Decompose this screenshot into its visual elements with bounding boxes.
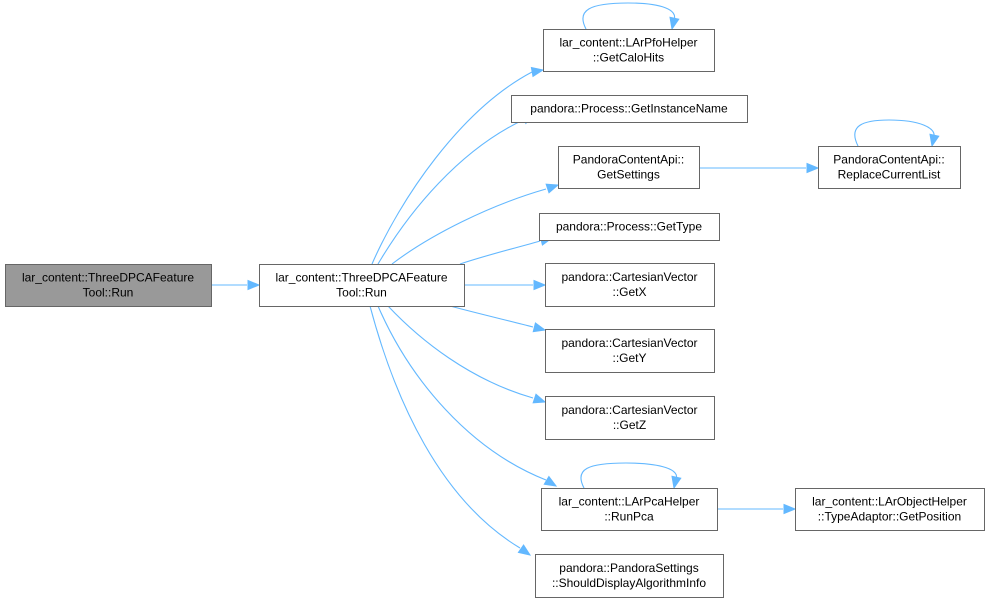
arrowhead-icon	[669, 16, 680, 31]
edge-getsettings-to-replacecurrentlist	[699, 162, 820, 174]
node-label-line: ::GetCaloHits	[593, 51, 664, 65]
node-label-line: pandora::PandoraSettings	[559, 561, 698, 575]
edge-run-to-shoulddisplay	[369, 305, 532, 556]
node-label-line: ::GetZ	[613, 418, 646, 432]
node-box	[535, 554, 724, 598]
edge-line	[377, 119, 524, 265]
edge-line	[377, 305, 547, 481]
node-label-line: lar_content::LArPcaHelper	[559, 495, 700, 509]
node-label-line: ::GetX	[612, 285, 646, 299]
node-getx[interactable]: pandora::CartesianVector::GetX	[545, 263, 715, 307]
node-box	[511, 95, 748, 123]
edge-line	[854, 119, 935, 147]
node-getposition[interactable]: lar_content::LArObjectHelper::TypeAdapto…	[795, 488, 985, 531]
node-label-line: pandora::Process::GetType	[556, 220, 702, 234]
node-label-line: pandora::CartesianVector	[561, 336, 697, 350]
node-label-line: lar_content::LArPfoHelper	[559, 36, 697, 50]
edge-run-to-getx	[464, 279, 547, 291]
edge-line	[580, 462, 678, 489]
node-label-line: ::RunPca	[604, 510, 654, 524]
arrowhead-icon	[532, 322, 547, 333]
edge-runpca-to-getposition	[717, 503, 797, 515]
edge-line	[369, 305, 521, 549]
arrowhead-icon	[532, 393, 547, 404]
node-box	[5, 264, 212, 307]
arrowhead-icon	[533, 279, 547, 291]
edges-layer	[211, 2, 940, 556]
node-label-line: PandoraContentApi::	[833, 153, 944, 167]
arrowhead-icon	[929, 133, 940, 148]
node-label-line: lar_content::LArObjectHelper	[812, 495, 967, 509]
node-gettype[interactable]: pandora::Process::GetType	[539, 213, 720, 241]
node-getsettings[interactable]: PandoraContentApi::GetSettings	[558, 146, 700, 189]
node-label-line: ::ShouldDisplayAlgorithmInfo	[552, 576, 706, 590]
arrowhead-icon	[530, 66, 545, 78]
node-label-line: pandora::Process::GetInstanceName	[530, 102, 728, 116]
node-getz[interactable]: pandora::CartesianVector::GetZ	[545, 396, 715, 440]
arrowhead-icon	[247, 279, 261, 291]
edge-replacecurrentlist-to-replacecurrentlist	[854, 119, 940, 148]
node-getcalohits[interactable]: lar_content::LArPfoHelper::GetCaloHits	[543, 29, 715, 72]
edge-run-to-runpca	[377, 305, 558, 487]
node-runpca[interactable]: lar_content::LArPcaHelper::RunPca	[541, 488, 718, 531]
edge-run-to-getcalohits	[371, 66, 545, 265]
node-box	[543, 29, 715, 72]
edge-run-to-gety	[449, 305, 547, 333]
node-replacecurrentlist[interactable]: PandoraContentApi::ReplaceCurrentList	[818, 146, 961, 189]
node-getinstancename[interactable]: pandora::Process::GetInstanceName	[511, 95, 748, 123]
edge-root-to-run	[211, 279, 261, 291]
node-label-line: lar_content::ThreeDPCAFeature	[275, 271, 447, 285]
edge-line	[391, 188, 547, 265]
edge-line	[371, 71, 533, 265]
edge-line	[459, 240, 541, 265]
node-label-line: Tool::Run	[83, 286, 134, 300]
arrowhead-icon	[806, 162, 820, 174]
edge-run-to-getinstancename	[377, 113, 535, 265]
node-box	[259, 264, 465, 307]
arrowhead-icon	[545, 183, 560, 194]
node-label-line: Tool::Run	[336, 286, 387, 300]
edge-run-to-getsettings	[391, 183, 560, 265]
nodes-layer: lar_content::ThreeDPCAFeatureTool::Runla…	[5, 29, 985, 598]
edge-line	[582, 2, 676, 30]
edge-getcalohits-to-getcalohits	[582, 2, 680, 31]
arrowhead-icon	[543, 475, 558, 487]
node-label-line: pandora::CartesianVector	[561, 403, 697, 417]
node-label-line: ReplaceCurrentList	[838, 168, 941, 182]
node-label-line: PandoraContentApi::	[573, 153, 684, 167]
node-label-line: pandora::CartesianVector	[561, 270, 697, 284]
arrowhead-icon	[783, 503, 797, 515]
edge-run-to-gettype	[459, 235, 554, 265]
node-box	[545, 263, 715, 307]
arrowhead-icon	[517, 544, 532, 556]
node-box	[545, 329, 715, 373]
arrowhead-icon	[671, 475, 682, 490]
node-box	[558, 146, 700, 189]
node-gety[interactable]: pandora::CartesianVector::GetY	[545, 329, 715, 373]
node-box	[539, 213, 720, 241]
node-box	[541, 488, 718, 531]
edge-line	[387, 305, 534, 399]
edge-line	[449, 305, 534, 328]
node-box	[545, 396, 715, 440]
node-label-line: ::GetY	[612, 351, 646, 365]
node-box	[795, 488, 985, 531]
node-label-line: GetSettings	[597, 168, 660, 182]
edge-run-to-getz	[387, 305, 547, 404]
node-label-line: ::TypeAdaptor::GetPosition	[818, 510, 961, 524]
node-shoulddisplay[interactable]: pandora::PandoraSettings::ShouldDisplayA…	[535, 554, 724, 598]
node-label-line: lar_content::ThreeDPCAFeature	[22, 271, 194, 285]
node-box	[818, 146, 961, 189]
edge-runpca-to-runpca	[580, 462, 682, 490]
